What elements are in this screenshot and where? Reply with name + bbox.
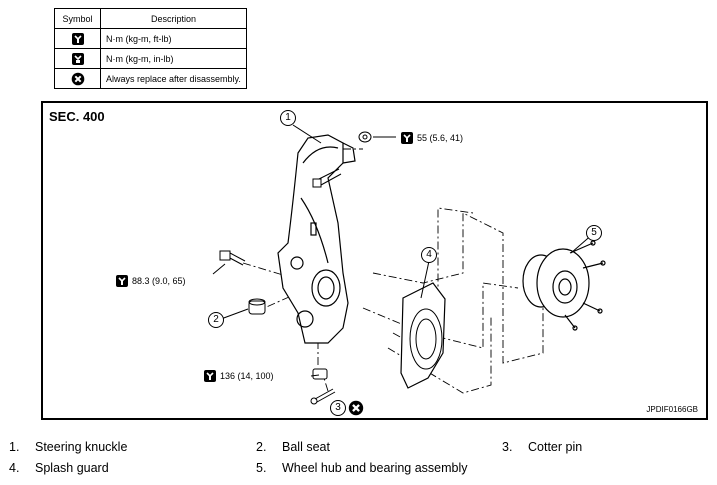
- symbol-legend-table: Symbol Description N·m (kg-m, ft-lb) N·m…: [54, 8, 247, 89]
- part-name: Steering knuckle: [35, 440, 128, 454]
- torque-wrench-icon: [401, 132, 413, 144]
- part-number: 4.: [9, 461, 20, 475]
- torque-label: 136 (14, 100): [203, 369, 274, 383]
- figure-code: JPDIF0166GB: [646, 405, 698, 414]
- legend-row: N·m (kg-m, in-lb): [54, 48, 247, 69]
- section-label: SEC. 400: [49, 109, 105, 124]
- part-name: Ball seat: [282, 440, 330, 454]
- knuckle-assembly-drawing: [212, 124, 606, 405]
- legend-description: N·m (kg-m, ft-lb): [100, 28, 247, 49]
- always-replace-icon: [71, 72, 84, 85]
- callout-5: 5: [586, 225, 602, 241]
- part-name: Splash guard: [35, 461, 109, 475]
- torque-label: 55 (5.6, 41): [400, 131, 463, 145]
- list-item: 1. Steering knuckle: [9, 440, 127, 454]
- part-name: Wheel hub and bearing assembly: [282, 461, 468, 475]
- exploded-view-figure: SEC. 400 55 (5.6, 41) 88.3 (9.0, 65) 136…: [41, 101, 708, 420]
- part-number: 2.: [256, 440, 267, 454]
- torque-label: 88.3 (9.0, 65): [115, 274, 186, 288]
- callout-4: 4: [421, 247, 437, 263]
- callout-1: 1: [280, 110, 296, 126]
- callout-2: 2: [208, 312, 224, 328]
- legend-description: Always replace after disassembly.: [100, 68, 247, 89]
- always-replace-icon: [348, 400, 364, 416]
- torque-wrench-icon: [204, 370, 216, 382]
- list-item: 3. Cotter pin: [502, 440, 582, 454]
- part-number: 1.: [9, 440, 20, 454]
- part-number: 3.: [502, 440, 513, 454]
- part-name: Cotter pin: [528, 440, 583, 454]
- list-item: 2. Ball seat: [256, 440, 330, 454]
- torque-wrench-icon: [116, 275, 128, 287]
- list-item: 5. Wheel hub and bearing assembly: [256, 461, 468, 475]
- torque-value: 88.3 (9.0, 65): [132, 276, 186, 286]
- legend-row: Always replace after disassembly.: [54, 68, 247, 89]
- torque-wrench-icon: [71, 32, 84, 45]
- legend-header-symbol: Symbol: [54, 8, 101, 29]
- legend-header-description: Description: [100, 8, 247, 29]
- legend-row: N·m (kg-m, ft-lb): [54, 28, 247, 49]
- callout-3: 3: [330, 400, 346, 416]
- torque-value: 136 (14, 100): [220, 371, 274, 381]
- part-number: 5.: [256, 461, 267, 475]
- legend-description: N·m (kg-m, in-lb): [100, 48, 247, 69]
- list-item: 4. Splash guard: [9, 461, 109, 475]
- torque-value: 55 (5.6, 41): [417, 133, 464, 143]
- torque-wrench-inlb-icon: [71, 52, 84, 65]
